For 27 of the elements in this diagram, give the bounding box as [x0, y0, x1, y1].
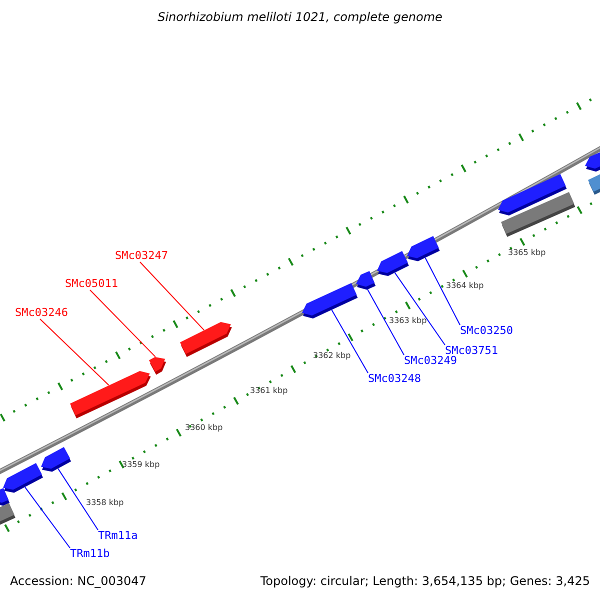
leader-line — [367, 289, 404, 356]
gene-label: SMc03250 — [460, 324, 513, 337]
title: Sinorhizobium meliloti 1021, complete genome — [156, 10, 444, 24]
gene-label: TRm11b — [70, 547, 110, 560]
scale-label: 3360 kbp — [185, 423, 223, 433]
gene-label: SMc03249 — [404, 354, 457, 367]
gene-label: SMc03247 — [115, 249, 168, 262]
leader-line — [40, 318, 110, 386]
gene-label: TRm11a — [98, 529, 138, 542]
leader-line — [90, 290, 156, 358]
scale-label: 3364 kbp — [446, 281, 484, 291]
scale-label: 3361 kbp — [250, 386, 288, 396]
leader-line — [331, 309, 368, 374]
scale-label: 3359 kbp — [122, 460, 160, 470]
leader-line — [140, 262, 205, 331]
leader-line — [394, 272, 446, 346]
gene-label: SMc03246 — [15, 306, 68, 319]
footer-text: Topology: circular; Length: 3,654,135 bp; Genes: 3,425 — [260, 574, 590, 588]
gene-label: SMc03248 — [368, 372, 421, 385]
gene-label: SMc05011 — [65, 277, 118, 290]
scale-label: 3358 kbp — [86, 498, 124, 508]
gene-label: SMc03751 — [445, 344, 498, 357]
scale-label: 3363 kbp — [389, 316, 427, 326]
scale-label: 3362 kbp — [313, 351, 351, 361]
scale-label: 3365 kbp — [508, 248, 546, 258]
footer-text: Accession: NC_003047 — [10, 574, 146, 588]
leader-line — [424, 257, 460, 326]
